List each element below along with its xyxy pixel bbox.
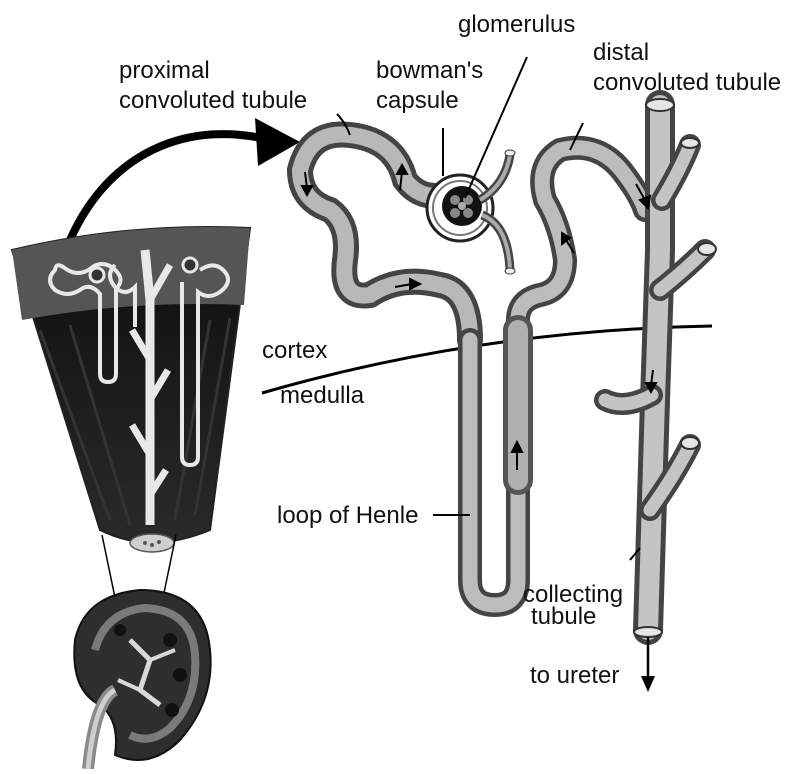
branch-opening-1 [681,138,699,148]
collecting-tubule-top-opening [646,99,674,111]
branch-opening-2 [698,243,716,255]
label-proximal-line2: convoluted tubule [119,88,307,114]
label-bowman-line1: bowman's [376,58,483,84]
label-proximal-line1: proximal [119,58,210,84]
afferent-arteriole [480,155,510,200]
label-collecting-line2: tubule [531,604,596,630]
glomerulus [442,186,482,226]
branch-opening-3 [681,437,699,449]
kidney-wedge [12,227,250,552]
label-bowman-line2: capsule [376,88,459,114]
collecting-tubule-bottom-opening [634,627,662,637]
label-cortex: cortex [262,338,327,364]
label-loop-of-henle: loop of Henle [277,503,418,529]
kidney-illustration [74,590,210,769]
label-distal-line1: distal [593,40,649,66]
label-to-ureter: to ureter [530,663,619,689]
label-distal-line2: convoluted tubule [593,70,781,96]
to-ureter-arrow-head [641,676,655,692]
label-glomerulus: glomerulus [458,12,575,38]
zoom-arrow [70,134,270,240]
label-medulla: medulla [280,383,364,409]
